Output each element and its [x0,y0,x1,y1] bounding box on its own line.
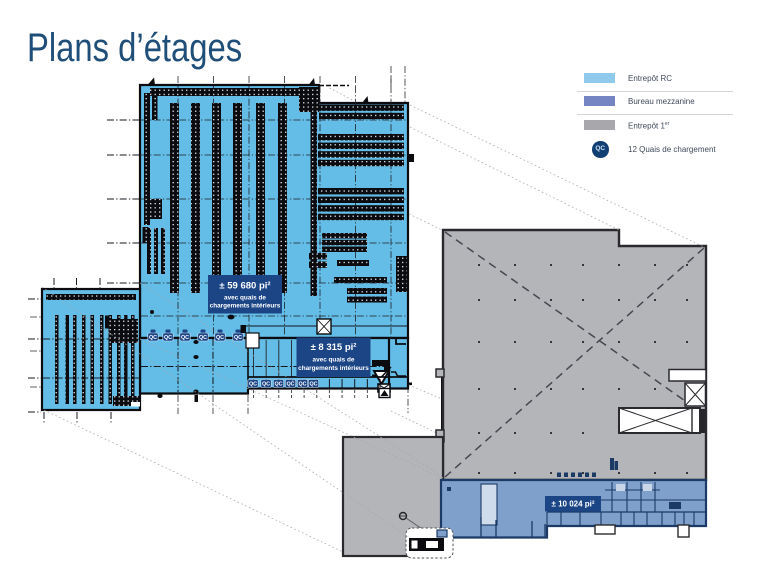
svg-text:QC: QC [262,382,270,388]
svg-text:± 10 024 pi²: ± 10 024 pi² [551,500,594,509]
svg-text:± 59 680 pi²: ± 59 680 pi² [219,281,270,292]
svg-text:QC: QC [274,382,282,388]
svg-text:QC: QC [249,382,257,388]
svg-text:chargements intérieurs: chargements intérieurs [298,365,369,372]
svg-text:± 8 315 pi²: ± 8 315 pi² [311,342,357,353]
svg-text:QC: QC [286,382,294,388]
svg-text:QC: QC [164,335,172,341]
svg-text:avec quais de: avec quais de [224,295,266,302]
svg-text:QC: QC [309,382,317,388]
svg-text:avec quais de: avec quais de [313,357,355,364]
svg-text:QC: QC [181,335,189,341]
svg-text:chargements intérieurs: chargements intérieurs [210,303,281,310]
svg-text:QC: QC [298,382,306,388]
svg-text:QC: QC [149,335,157,341]
svg-text:QC: QC [216,335,224,341]
svg-text:QC: QC [234,335,242,341]
svg-text:QC: QC [199,335,207,341]
